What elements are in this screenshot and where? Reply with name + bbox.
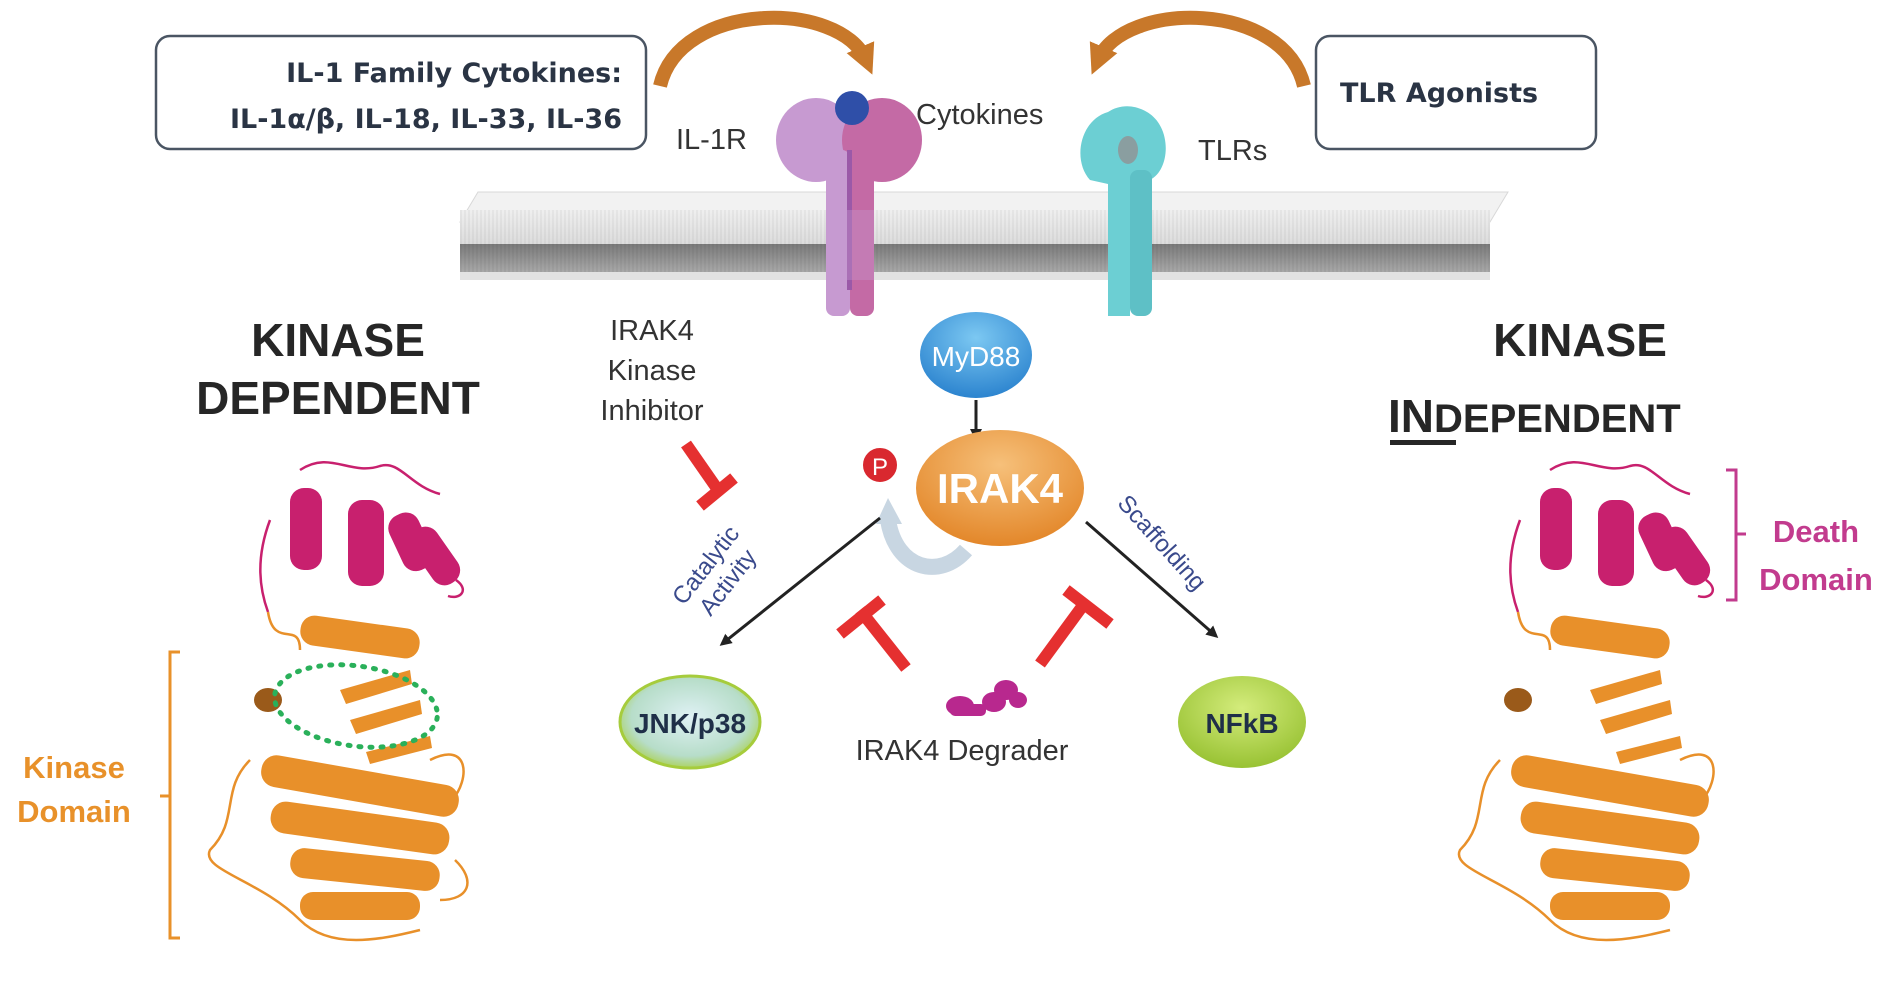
scaffolding-label: Scaffolding (1112, 490, 1211, 596)
svg-text:KINASE: KINASE (1493, 314, 1667, 366)
svg-text:Domain: Domain (17, 794, 131, 829)
scaffolding-arrow (1085, 520, 1219, 638)
cytokines-label: Cytokines (916, 99, 1043, 131)
degrader-inhibition-left-icon (836, 595, 911, 672)
autophosphorylation-arrowhead-icon (876, 498, 902, 524)
catalytic-activity-label: Catalytic Activity (667, 521, 762, 621)
myd88-node: MyD88 (920, 312, 1032, 398)
svg-text:KINASE: KINASE (251, 314, 425, 366)
kinase-inhibitor-label: IRAK4 Kinase Inhibitor (600, 315, 704, 427)
kinase-independent-heading: KINASE INDEPENDENT (1388, 314, 1681, 445)
svg-text:Kinase: Kinase (23, 750, 125, 785)
death-domain-label: Death Domain (1759, 514, 1873, 597)
catalytic-arrow (719, 516, 881, 646)
autophosphorylation-arrow-icon (880, 518, 973, 575)
degrader-inhibition-right-icon (1035, 585, 1114, 668)
independent-text: INDEPENDENT (1388, 390, 1681, 442)
cytokine-ligand-icon (835, 91, 869, 125)
il1r-receptor-icon (776, 98, 922, 316)
svg-text:Death: Death (1773, 514, 1859, 549)
svg-text:Domain: Domain (1759, 562, 1873, 597)
nfkb-label: NFkB (1205, 708, 1278, 739)
il1-family-title: IL-1 Family Cytokines: (286, 58, 622, 89)
svg-text:Kinase: Kinase (608, 355, 697, 387)
phosphate-label: P (872, 454, 888, 481)
tlrs-label: TLRs (1198, 135, 1267, 167)
il1-family-box: IL-1 Family Cytokines: IL-1α/β, IL-18, I… (154, 34, 648, 151)
svg-text:DEPENDENT: DEPENDENT (196, 372, 480, 424)
kinase-dependent-heading: KINASE DEPENDENT (196, 314, 480, 424)
il1r-label: IL-1R (676, 124, 747, 156)
death-domain-bracket (1726, 468, 1746, 602)
degrader-label: IRAK4 Degrader (856, 735, 1069, 767)
phosphate-badge: P (861, 446, 899, 484)
il1-family-members: IL-1α/β, IL-18, IL-33, IL-36 (230, 104, 622, 135)
myd88-label: MyD88 (932, 341, 1021, 372)
kinase-domain-bracket (160, 650, 180, 940)
irak4-node: IRAK4 (916, 430, 1084, 546)
kinase-dependent-protein-structure (207, 460, 469, 942)
il1-ligand-arrow (653, 10, 875, 88)
svg-text:IRAK4: IRAK4 (610, 315, 694, 347)
irak4-label: IRAK4 (937, 465, 1064, 512)
svg-text:Inhibitor: Inhibitor (600, 395, 704, 427)
nfkb-node: NFkB (1178, 676, 1306, 768)
kinase-inhibition-bar-icon (681, 440, 738, 511)
tlr-receptor-icon (1080, 106, 1166, 316)
kinase-independent-protein-structure (1457, 460, 1715, 942)
jnk-p38-label: JNK/p38 (634, 708, 746, 739)
degrader-molecule-icon (946, 680, 1027, 716)
tlr-agonists-box: TLR Agonists (1314, 34, 1598, 151)
tlr-agonists-label: TLR Agonists (1340, 78, 1538, 109)
cell-membrane (459, 191, 1509, 280)
jnk-p38-node: JNK/p38 (618, 674, 762, 770)
kinase-domain-label: Kinase Domain (17, 750, 131, 829)
tlr-ligand-arrow (1089, 10, 1311, 88)
